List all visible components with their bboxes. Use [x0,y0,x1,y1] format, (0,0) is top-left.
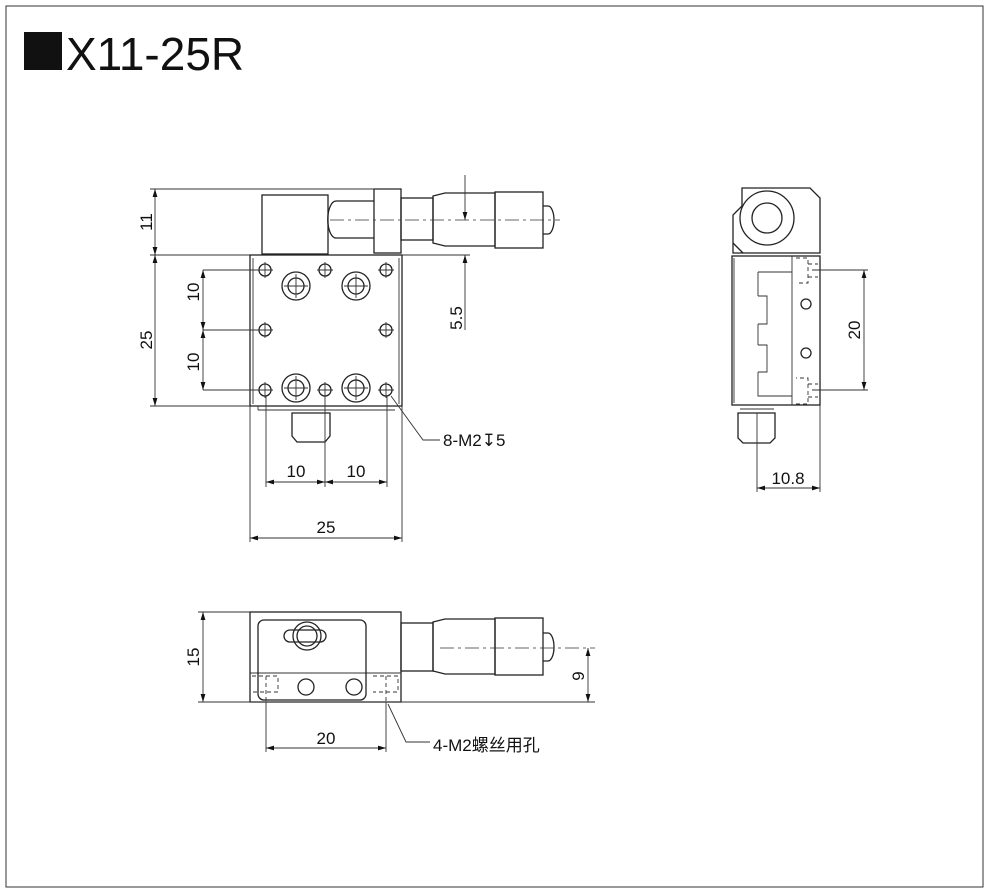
dim-10-horizontal-right: 10 [347,462,366,481]
stage-body [249,254,403,407]
micrometer-mount [261,194,329,255]
dim-10-vertical-lower: 10 [184,353,203,372]
dim-10-8: 10.8 [771,469,804,488]
dim-25-horizontal: 25 [317,518,336,537]
hole-callout-4-m2: 4-M2螺丝用孔 [433,736,540,755]
front-body [249,611,402,703]
lock-knob [291,412,331,443]
title-marker-square [24,32,62,70]
micrometer-shaft [400,197,434,241]
dim-11: 11 [137,213,156,231]
drawing-frame [5,5,984,888]
dim-15: 15 [184,648,203,667]
front-plate [257,619,367,701]
mounting-holes [257,262,394,403]
dim-9: 9 [569,671,588,680]
dim-25-vertical: 25 [137,331,156,350]
model-title: X11-25R [66,28,244,80]
top-view: 11 25 10 10 5.5 10 10 25 8-M2↧5 [137,175,560,542]
side-view: 20 10.8 [731,187,868,492]
micrometer-sleeve [432,192,496,247]
micrometer-end-circle [739,190,795,246]
micrometer-end-block [732,187,821,254]
dim-20-front: 20 [317,729,336,748]
dim-20-side: 20 [845,321,864,340]
dim-10-vertical-upper: 10 [184,283,203,302]
front-view: 15 9 20 4-M2螺丝用孔 [184,611,595,755]
dim-10-horizontal-left: 10 [287,462,306,481]
dim-5-5: 5.5 [447,306,466,330]
side-lock-knob [737,412,776,444]
hole-callout-8-m2: 8-M2↧5 [443,431,505,450]
title: X11-25R [24,28,244,80]
side-body [731,255,821,406]
